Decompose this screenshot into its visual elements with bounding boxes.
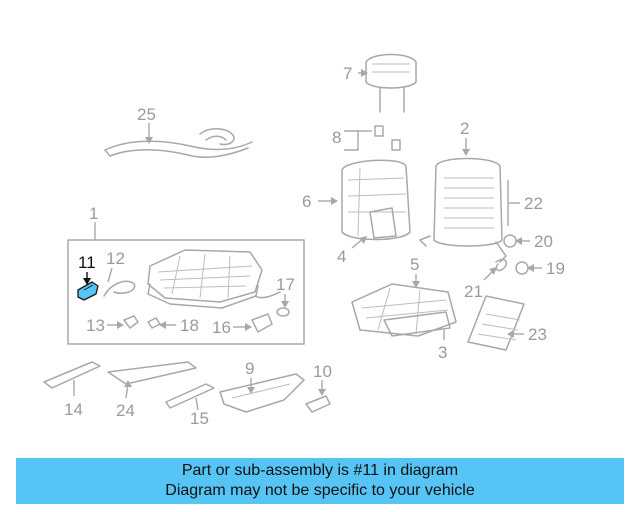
label-5: 5 [410,255,419,274]
label-25: 25 [137,105,156,124]
part-7-headrest[interactable]: 7 [343,53,417,113]
part-8-headrest-guides[interactable]: 8 [332,125,401,151]
label-23: 23 [528,325,547,344]
label-24: 24 [116,401,135,420]
label-20: 20 [534,232,553,251]
part-24-pad[interactable]: 24 [107,361,197,420]
label-13: 13 [86,316,105,335]
part-21-spring[interactable]: 21 [464,258,508,301]
part-12-wire[interactable]: 12 [103,249,136,297]
part-13-clip[interactable]: 13 [86,315,139,335]
part-11-highlighted[interactable]: 11 [77,253,99,301]
part-19-nut[interactable]: 19 [515,259,565,278]
label-6: 6 [302,192,311,211]
part-2-seatback-frame[interactable]: 2 22 [419,119,543,263]
part-15-rail-cover[interactable]: 15 [165,383,215,428]
label-19: 19 [546,259,565,278]
label-12: 12 [106,249,125,268]
part-20-bushing[interactable]: 20 [503,232,553,251]
label-16: 16 [212,318,231,337]
label-9: 9 [245,359,254,378]
part-9-side-shield[interactable]: 9 [219,359,305,413]
banner-line-2: Diagram may not be specific to your vehi… [165,482,475,499]
label-3: 3 [438,343,447,362]
label-8: 8 [332,128,341,147]
part-5-cushion-cover[interactable]: 5 3 [351,255,457,362]
label-1: 1 [89,204,98,223]
part-14-trim[interactable]: 14 [43,361,101,419]
part-23-panel[interactable]: 23 [467,295,547,351]
part-18-clip[interactable]: 18 [147,316,199,335]
part-10-handle[interactable]: 10 [305,362,332,413]
info-banner: Part or sub-assembly is #11 in diagram D… [16,458,624,504]
label-7: 7 [343,64,352,83]
label-18: 18 [180,316,199,335]
label-11: 11 [78,253,96,272]
part-17-knob[interactable]: 17 [276,275,295,317]
label-14: 14 [64,400,83,419]
label-10: 10 [313,362,332,381]
label-17: 17 [276,275,295,294]
label-4: 4 [337,247,346,266]
label-22: 22 [524,194,543,213]
label-21: 21 [464,282,483,301]
label-2: 2 [460,119,469,138]
banner-line-1: Part or sub-assembly is #11 in diagram [181,462,459,479]
part-16-adjuster[interactable]: 16 [212,313,273,337]
label-15: 15 [190,409,209,428]
part-1-cushion-frame-assembly[interactable]: 1 11 12 13 1 [67,204,305,345]
part-6-seatback-cover[interactable]: 6 4 [302,159,411,266]
part-25-heater-element[interactable]: 25 [104,105,253,158]
